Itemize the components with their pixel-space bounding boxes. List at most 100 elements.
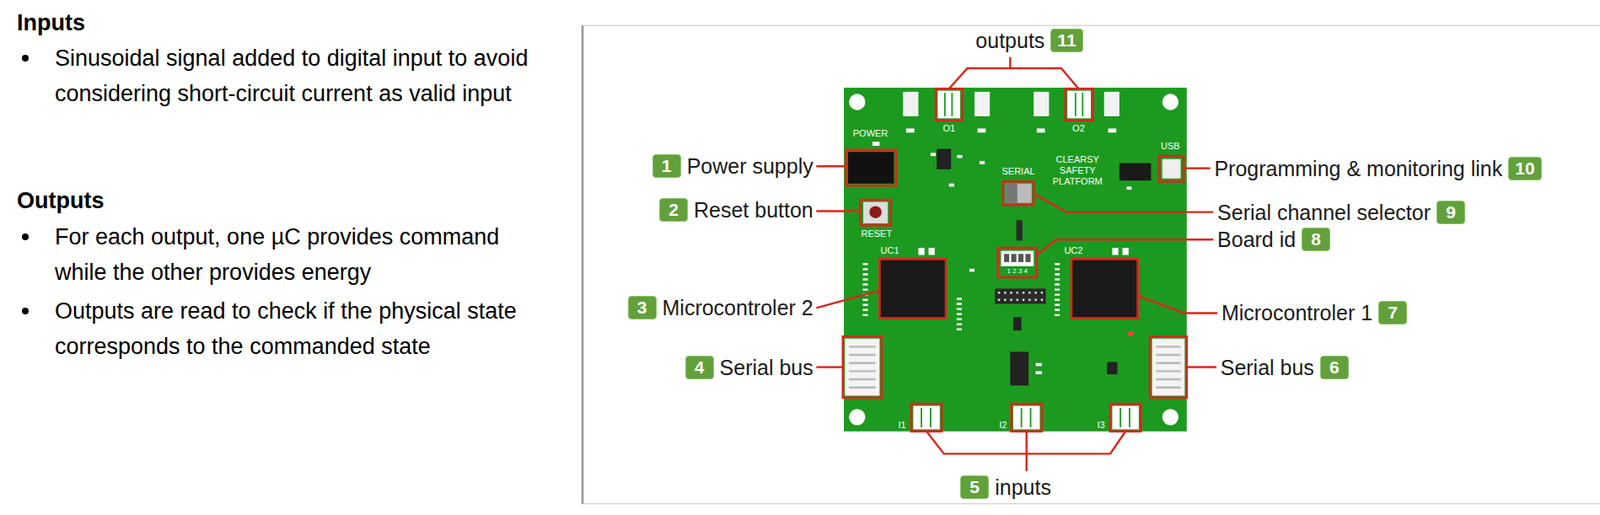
silkscreen-label: O2 [1072,123,1085,135]
driver-chip [1009,351,1029,386]
leader-line [1009,57,1011,69]
power-jack [848,151,894,184]
silkscreen-label: POWER [853,128,889,140]
leader-line [816,365,843,368]
callout-badge: 3 [628,295,657,320]
silkscreen-label: I1 [897,419,906,431]
smd-part [1036,363,1042,367]
callout-number: 6 [1329,357,1340,377]
regulator [936,149,951,170]
callout-label: outputs [975,27,1045,54]
silkscreen-label: O1 [942,123,956,135]
usb-port [1162,159,1182,179]
smd-part [969,268,975,273]
status-led [1111,247,1118,255]
leader-line [949,68,1080,89]
smd-row [862,263,868,318]
smd-part [1108,128,1117,133]
leader-line [1183,166,1210,169]
dip-lever [1004,253,1010,263]
callout-number: 2 [668,199,679,220]
mounting-hole [1162,408,1179,425]
mounting-hole [1162,93,1179,110]
callout-badge: 4 [685,355,715,380]
highlight-box [879,258,946,318]
highlight-box [1071,258,1139,318]
panel-shadow [581,25,584,504]
highlight-box [1003,181,1034,205]
smd-part [1013,316,1022,331]
callout-number: 7 [1387,302,1398,323]
callout-label: Serial bus [1220,354,1315,381]
highlight-box [935,88,962,121]
highlight-group [842,88,1187,432]
connector-pins [921,408,931,428]
callout-label: Microcontroler 1 [1221,300,1373,326]
smd-part [956,155,962,159]
pcb-board [843,87,1187,432]
bullet-note: Outputs are read to check if the physica… [16,293,548,365]
bullet-note: Sinusoidal signal added to digital input… [16,40,548,112]
relay-block [902,91,919,117]
silkscreen-label: I3 [1096,419,1105,431]
highlight-box [859,199,891,226]
highlight-box [842,336,882,398]
callout-label: Microcontroler 2 [662,295,814,321]
dip-lever [1025,253,1031,263]
connector-pin [950,92,953,117]
section-heading: Outputs [16,182,548,219]
serial-switch-lever [1004,183,1018,204]
relay-block [974,91,990,117]
smd-part [906,128,915,133]
relay-block [1033,91,1049,117]
microcontroller-chip [879,258,946,318]
input-connector [1111,406,1139,430]
output-connector [1067,91,1091,119]
smd-part [949,183,955,188]
silkscreen-label: CLEARSY SAFETY PLATFORM [1046,154,1108,188]
smd-part [1106,362,1117,376]
usb-chip [1119,163,1152,182]
smd-part [1126,186,1132,190]
status-led [1122,247,1129,255]
highlight-box [1065,88,1094,121]
connector-pin [1074,92,1077,117]
leader-line [1033,193,1214,213]
connector-pin [1081,92,1084,117]
header-pins [998,291,1043,294]
smd-part [930,152,936,156]
highlight-box [1110,403,1141,432]
silkscreen-label: 1 2 3 4 [1007,267,1028,275]
callout-label: inputs [994,474,1052,500]
callout-badge: 11 [1050,28,1083,53]
callout-number: 10 [1514,158,1535,178]
highlight-box [1159,155,1184,182]
callout-badge: 9 [1436,200,1466,225]
smd-row [1054,263,1060,318]
silkscreen-label: UC2 [1063,245,1083,257]
figure-panel [581,25,1600,504]
smd-part [1036,128,1046,133]
callout-number: 11 [1057,30,1076,50]
highlight-box [1011,403,1042,432]
callout-label: Reset button [693,197,814,223]
highlight-box [1149,336,1187,398]
callout-label: Serial bus [719,354,814,381]
callout-number: 5 [969,477,980,497]
callout-badge: 8 [1301,227,1331,252]
leader-line [816,290,880,309]
highlight-box [998,247,1037,278]
callout-number: 4 [694,357,705,377]
highlight-box [911,403,942,432]
connector-pin [944,92,946,117]
leader-line [1186,365,1217,368]
mounting-hole [848,408,865,425]
mounting-hole [848,93,865,110]
leader-line [816,209,860,212]
smd-part [1036,370,1042,375]
silkscreen-label: I2 [998,419,1007,431]
bullet-note: For each output, one µC provides command… [16,219,548,290]
power-led [872,141,880,146]
callout-label: Board id [1217,226,1296,253]
